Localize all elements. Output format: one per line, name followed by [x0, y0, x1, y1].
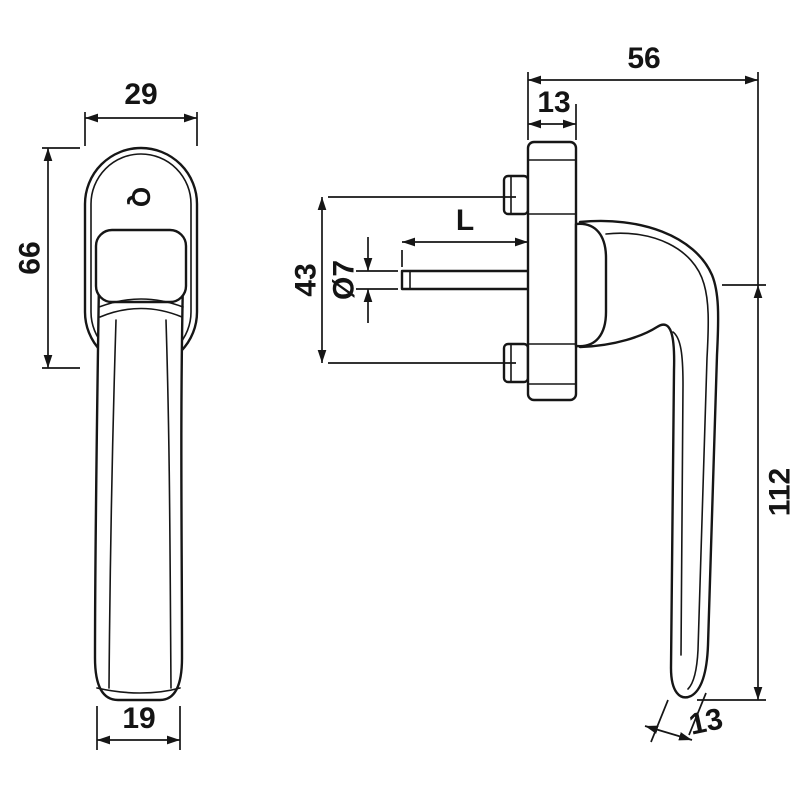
dim-rosette-thickness: 13: [528, 86, 577, 140]
dim-label-19: 19: [122, 702, 155, 735]
side-screw-boss-top: [502, 174, 530, 216]
side-view: 56 13 L Ø7 43: [290, 42, 797, 743]
front-collar-arc-1: [98, 298, 184, 308]
dim-label-66: 66: [14, 241, 47, 274]
dim-spindle-diameter: Ø7: [328, 237, 398, 323]
dim-label-13-rosette: 13: [537, 86, 570, 119]
dim-rosette-height: 66: [14, 147, 80, 369]
front-grip-tip-edge: [96, 687, 181, 694]
dim-label-29: 29: [124, 78, 157, 111]
side-handle-crease-outer: [605, 232, 710, 690]
side-rosette-outline: [526, 140, 578, 402]
front-grip-crease-right: [165, 319, 172, 689]
dim-label-diameter-7: Ø7: [328, 260, 361, 300]
dim-grip-thickness: 13: [644, 692, 726, 743]
dim-label-56: 56: [627, 42, 660, 75]
front-grip-outline: [93, 278, 185, 702]
dim-label-112: 112: [764, 468, 797, 516]
side-hub-outline: [574, 222, 608, 348]
dim-label-43: 43: [290, 263, 323, 296]
dim-grip-width: 19: [96, 702, 181, 750]
dim-label-L: L: [456, 204, 474, 237]
side-handle-outline: [578, 219, 720, 699]
dim-rosette-width: 29: [84, 78, 198, 146]
front-grip-crease-left: [108, 319, 117, 689]
side-spindle: [400, 269, 534, 291]
dim-handle-length: 112: [697, 284, 797, 701]
dim-label-13-grip: 13: [686, 702, 726, 741]
front-collar-arc-2: [99, 307, 183, 318]
brand-logo: Q: [126, 187, 156, 207]
front-neck-outline: [94, 228, 188, 304]
dim-screw-spacing: 43: [290, 196, 516, 364]
dim-total-depth: 56: [527, 42, 759, 285]
dim-spindle-length: L: [401, 204, 528, 267]
side-handle-crease-inner: [672, 331, 684, 656]
front-view: Q 29 66 19: [14, 78, 199, 750]
dim-line: [644, 725, 693, 741]
ext-line: [650, 699, 669, 743]
